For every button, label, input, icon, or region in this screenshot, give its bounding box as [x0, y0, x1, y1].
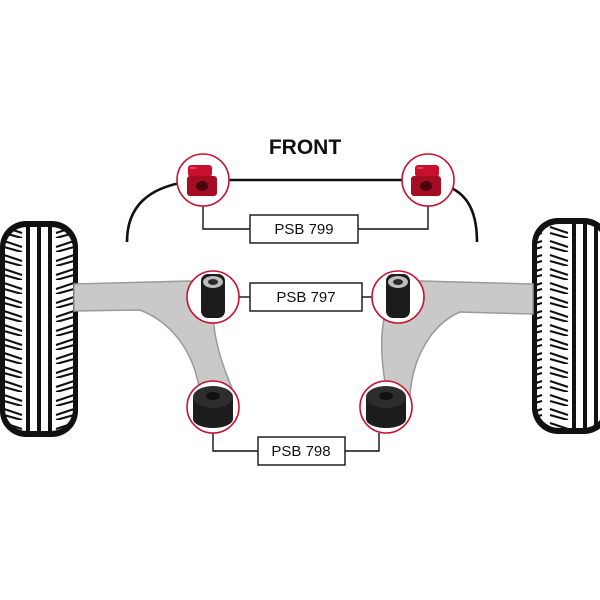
- left-tyre: [0, 221, 78, 437]
- bush-psb-798-right: [359, 380, 413, 434]
- svg-text:PSB 797: PSB 797: [276, 289, 335, 306]
- bush-psb-797-right: [371, 270, 425, 324]
- right-tyre: [532, 218, 600, 434]
- bush-psb-799-right: [401, 153, 455, 207]
- label-psb-799: PSB 799: [249, 214, 359, 244]
- bush-psb-799-left: [176, 153, 230, 207]
- front-label: FRONT: [269, 136, 341, 159]
- label-psb-797: PSB 797: [249, 282, 363, 312]
- svg-text:PSB 799: PSB 799: [274, 221, 333, 238]
- bush-psb-798-left: [186, 380, 240, 434]
- svg-text:PSB 798: PSB 798: [271, 443, 330, 460]
- label-psb-798: PSB 798: [257, 436, 346, 466]
- leader-lines: [202, 205, 429, 452]
- bush-psb-797-left: [186, 270, 240, 324]
